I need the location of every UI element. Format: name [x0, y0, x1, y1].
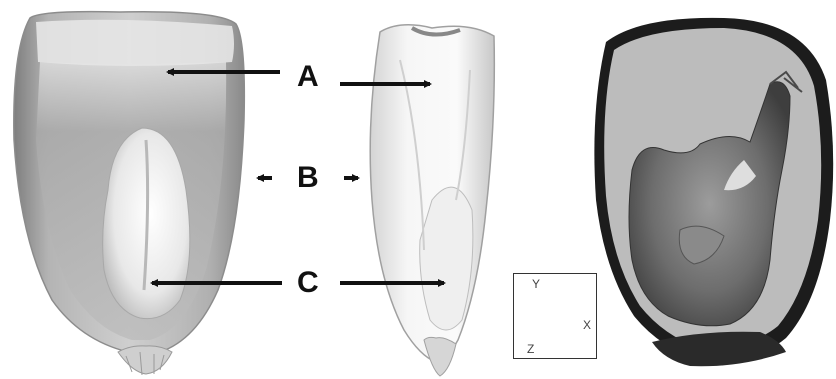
- axis-label-z: Z: [527, 342, 534, 356]
- label-a: A: [297, 62, 319, 92]
- axis-label-y: Y: [532, 277, 540, 291]
- kernel-3d-scan: [594, 18, 833, 366]
- label-b: B: [297, 163, 319, 193]
- kernel-side-view: [370, 25, 494, 376]
- kernel-side-tip-cap: [424, 337, 456, 376]
- label-c: C: [297, 268, 319, 298]
- axis-triad-box: [513, 273, 597, 359]
- kernel-front-top-cap: [36, 20, 234, 66]
- kernel-front-tip-cap: [118, 346, 172, 374]
- axis-label-x: X: [583, 318, 591, 332]
- kernel-front-view: [14, 12, 245, 375]
